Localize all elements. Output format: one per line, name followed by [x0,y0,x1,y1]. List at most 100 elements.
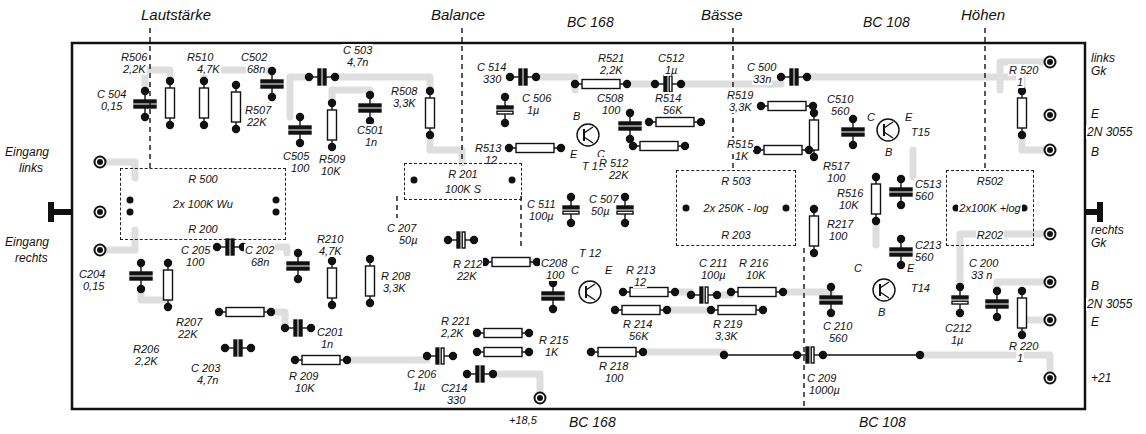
component-label: C513 [914,178,942,190]
resistor-symbol [506,144,565,153]
potentiometer-box: R5022x100K +logR202 [946,170,1034,246]
component-label: 50µ [590,205,611,217]
solder-pad [1045,110,1056,121]
component-label: R509 [318,153,346,165]
component-label: 56K [628,330,650,342]
resistor-symbol [232,82,241,133]
capacitor-symbol [820,284,842,317]
capacitor-symbol [890,176,912,209]
component-label: R 212 [452,258,483,270]
component-label: 1µ [412,380,426,392]
capacitor-symbol [306,69,339,85]
dashed-lines [150,28,985,408]
component-label: C 511 [526,198,557,210]
component-label: E [569,148,578,160]
component-label: B [572,110,581,122]
component-label: R 213 [625,264,656,276]
pot-label: 2x 100K Wu [172,198,234,210]
section-heading: Bässe [700,6,744,23]
electrolytic-capacitor [424,348,457,364]
capacitor-symbol [287,250,309,283]
component-label: R 218 [598,360,629,372]
capacitor-symbol [214,239,247,255]
electrolytic-capacitor [794,347,827,363]
pot-label: R 201 [447,168,478,180]
electrolytic-capacitor [652,76,685,92]
component-label: 12 [633,276,647,288]
component-label: 100µ [528,210,555,222]
component-label: C [570,264,580,276]
component-label: C 202 [244,244,275,256]
resistor-symbol [166,78,175,129]
section-heading: BC 168 [568,414,617,430]
component-label: 330 [446,394,466,406]
section-heading: BC 108 [862,14,911,30]
capacitor-symbol [464,366,497,382]
component-label: C 209 [806,372,837,384]
electrolytic-capacitor [617,194,633,227]
component-label: C 205 [180,244,211,256]
resistor-symbol [426,88,435,139]
component-label: 100 [290,162,310,174]
component-label: C501 [356,124,384,136]
component-label: E [1090,108,1100,121]
resistor-symbol [754,146,813,155]
component-label: C508 [596,92,624,104]
component-label: C 506 [521,92,552,104]
component-label: R515 [726,138,754,150]
component-label: C 500 [746,61,777,73]
component-label: 4,7K [196,63,221,75]
component-label: C 504 [96,88,127,100]
component-label: R516 [836,187,864,199]
pot-label: R 200 [187,223,218,235]
component-label: Eingang [4,236,50,249]
component-label: 68n [246,63,266,75]
transistor-symbol [577,124,599,146]
component-label: B [884,146,893,158]
electrolytic-capacitor [445,232,478,248]
component-label: 100 [545,269,565,281]
component-label: C213 [914,239,942,251]
solder-pad [1045,315,1056,326]
component-label: R510 [186,51,214,63]
component-label: 4,7n [196,374,219,386]
copper-traces [100,62,1050,398]
solder-pad [1045,373,1056,384]
resistor-symbol [810,206,819,257]
component-label: R514 [654,92,682,104]
component-label: 3,3K [714,330,739,342]
resistor-symbol [872,174,881,225]
component-label: R 216 [738,257,769,269]
component-label: 1n [320,338,334,350]
component-label: +21 [1090,372,1112,385]
component-label: T14 [910,282,931,294]
component-label: R 208 [380,270,411,282]
component-label: 560 [914,251,934,263]
component-label: R507 [244,104,272,116]
component-label: C 507 [588,193,619,205]
resistor-symbol [482,258,541,267]
resistor-symbol [200,78,209,129]
electrolytic-capacitor [688,287,721,303]
component-label: 56K [662,104,684,116]
pot-label: 2x100K +log [958,202,1021,214]
section-heading: Lautstärke [140,6,212,23]
component-label: R206 [132,343,160,355]
component-label: 1µ [526,104,540,116]
resistor-symbol [620,288,679,297]
component-label: C201 [316,326,344,338]
component-label: 1 [1016,352,1024,364]
component-label: R 520 [1008,64,1039,76]
component-label: 560 [828,332,848,344]
capacitor-symbol [130,260,152,293]
section-heading: Balance [430,6,486,23]
component-label: 33n [752,73,772,85]
resistor-symbol [646,118,705,127]
resistor-symbol [328,258,337,309]
transistor-symbol [579,281,601,303]
component-label: B [1090,280,1100,293]
component-label: 100 [826,172,846,184]
component-label: +18,5 [508,414,538,426]
